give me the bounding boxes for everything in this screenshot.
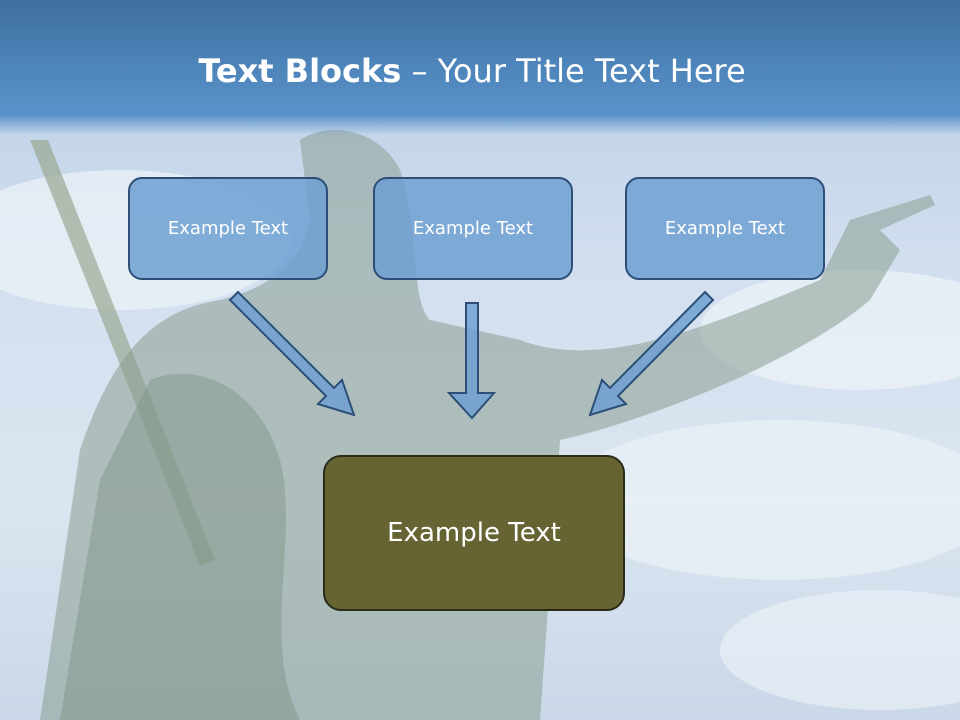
title-bold-part: Text Blocks bbox=[198, 52, 402, 90]
input-box-2: Example Text bbox=[373, 177, 573, 280]
input-box-3: Example Text bbox=[625, 177, 825, 280]
result-box: Example Text bbox=[323, 455, 625, 611]
input-box-1: Example Text bbox=[128, 177, 328, 280]
title-rest-part: – Your Title Text Here bbox=[401, 52, 746, 90]
input-box-2-label: Example Text bbox=[412, 218, 534, 239]
result-box-label: Example Text bbox=[387, 518, 561, 548]
slide-title: Text Blocks – Your Title Text Here bbox=[0, 52, 944, 90]
title-bar bbox=[0, 0, 960, 135]
input-box-1-label: Example Text bbox=[167, 218, 289, 239]
input-box-3-label: Example Text bbox=[664, 218, 786, 239]
